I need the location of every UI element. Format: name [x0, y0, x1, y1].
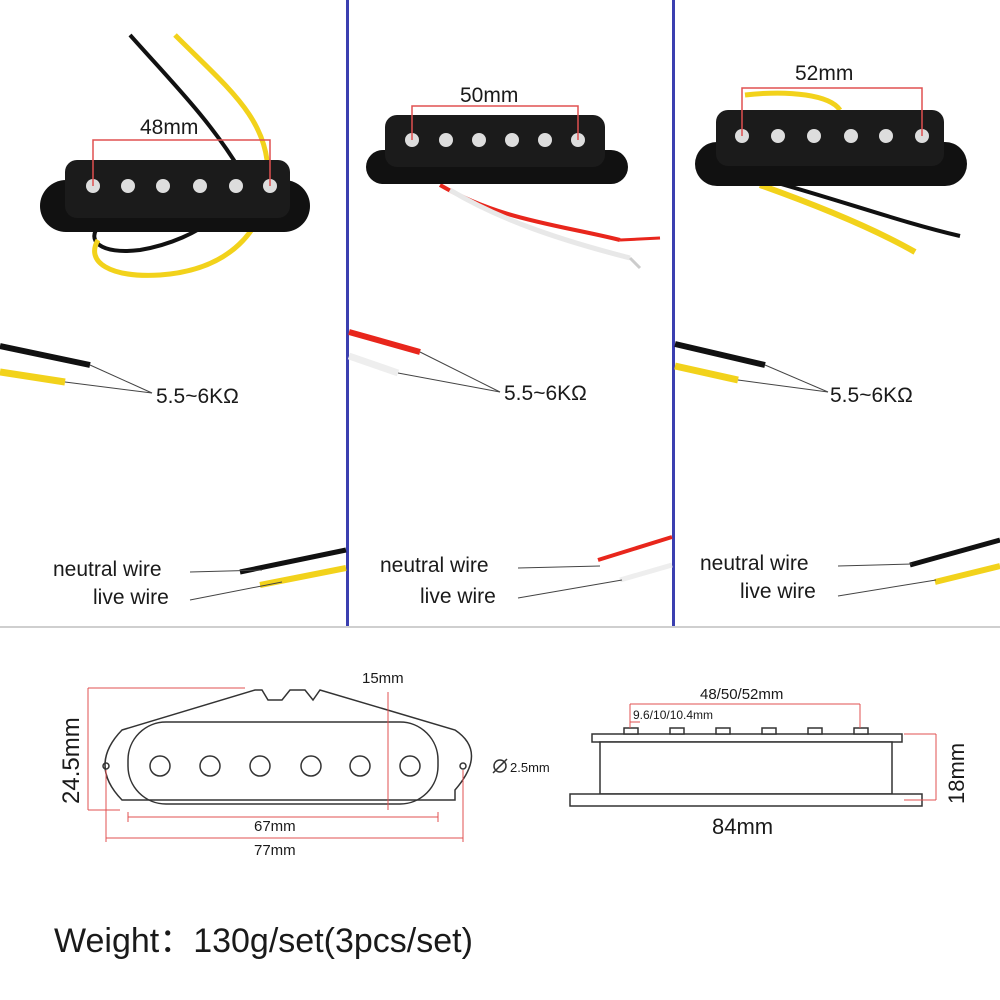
wire-sample-1 — [0, 343, 347, 601]
pole-height-label: 9.6/10/10.4mm — [633, 708, 714, 722]
spacing-label-2: 50mm — [460, 84, 519, 107]
pickup-3-wires — [744, 90, 961, 255]
spacing-line-3 — [741, 87, 923, 136]
spacing-label-1: 48mm — [140, 116, 199, 139]
side-height-label: 18mm — [944, 742, 969, 804]
outer-length-label: 77mm — [254, 842, 296, 859]
notch-label: 15mm — [362, 670, 404, 687]
live-wire-label-2: live wire — [420, 585, 496, 608]
pickup-2-wires — [438, 183, 661, 270]
spacing-range-label: 48/50/52mm — [700, 686, 784, 703]
live-wire-label-3: live wire — [740, 580, 816, 603]
pickup-3-body — [695, 110, 967, 186]
wire-sample-2 — [347, 329, 673, 599]
resistance-label-2: 5.5~6KΩ — [504, 382, 587, 405]
pickup-2-body — [366, 115, 628, 184]
wire-sample-3 — [674, 341, 1000, 597]
pickup-1-wires — [92, 33, 271, 278]
panel-pickup-48 — [0, 0, 346, 626]
top-view-dimensions — [87, 687, 464, 842]
panel-pickup-50 — [349, 0, 672, 626]
panel-divider — [672, 0, 675, 626]
side-view-drawing — [569, 727, 923, 807]
inner-length-label: 67mm — [254, 818, 296, 835]
neutral-wire-label-1: neutral wire — [53, 558, 162, 581]
hole-diameter-label: 2.5mm — [510, 760, 550, 775]
resistance-label-1: 5.5~6KΩ — [156, 385, 239, 408]
resistance-label-3: 5.5~6KΩ — [830, 384, 913, 407]
panel-divider — [346, 0, 349, 626]
spacing-label-3: 52mm — [795, 62, 854, 85]
height-label: 24.5mm — [58, 717, 85, 804]
neutral-wire-label-3: neutral wire — [700, 552, 809, 575]
pickup-1-body — [40, 160, 310, 232]
live-wire-label-1: live wire — [93, 586, 169, 609]
weight-label: Weight：130g/set(3pcs/set) — [54, 922, 473, 960]
neutral-wire-label-2: neutral wire — [380, 554, 489, 577]
spacing-line-2 — [411, 105, 579, 140]
section-divider — [0, 626, 1000, 628]
side-view-dimensions — [629, 703, 937, 801]
top-view-drawing — [102, 689, 508, 805]
length-label: 84mm — [712, 814, 774, 839]
spacing-line-1 — [92, 139, 271, 186]
